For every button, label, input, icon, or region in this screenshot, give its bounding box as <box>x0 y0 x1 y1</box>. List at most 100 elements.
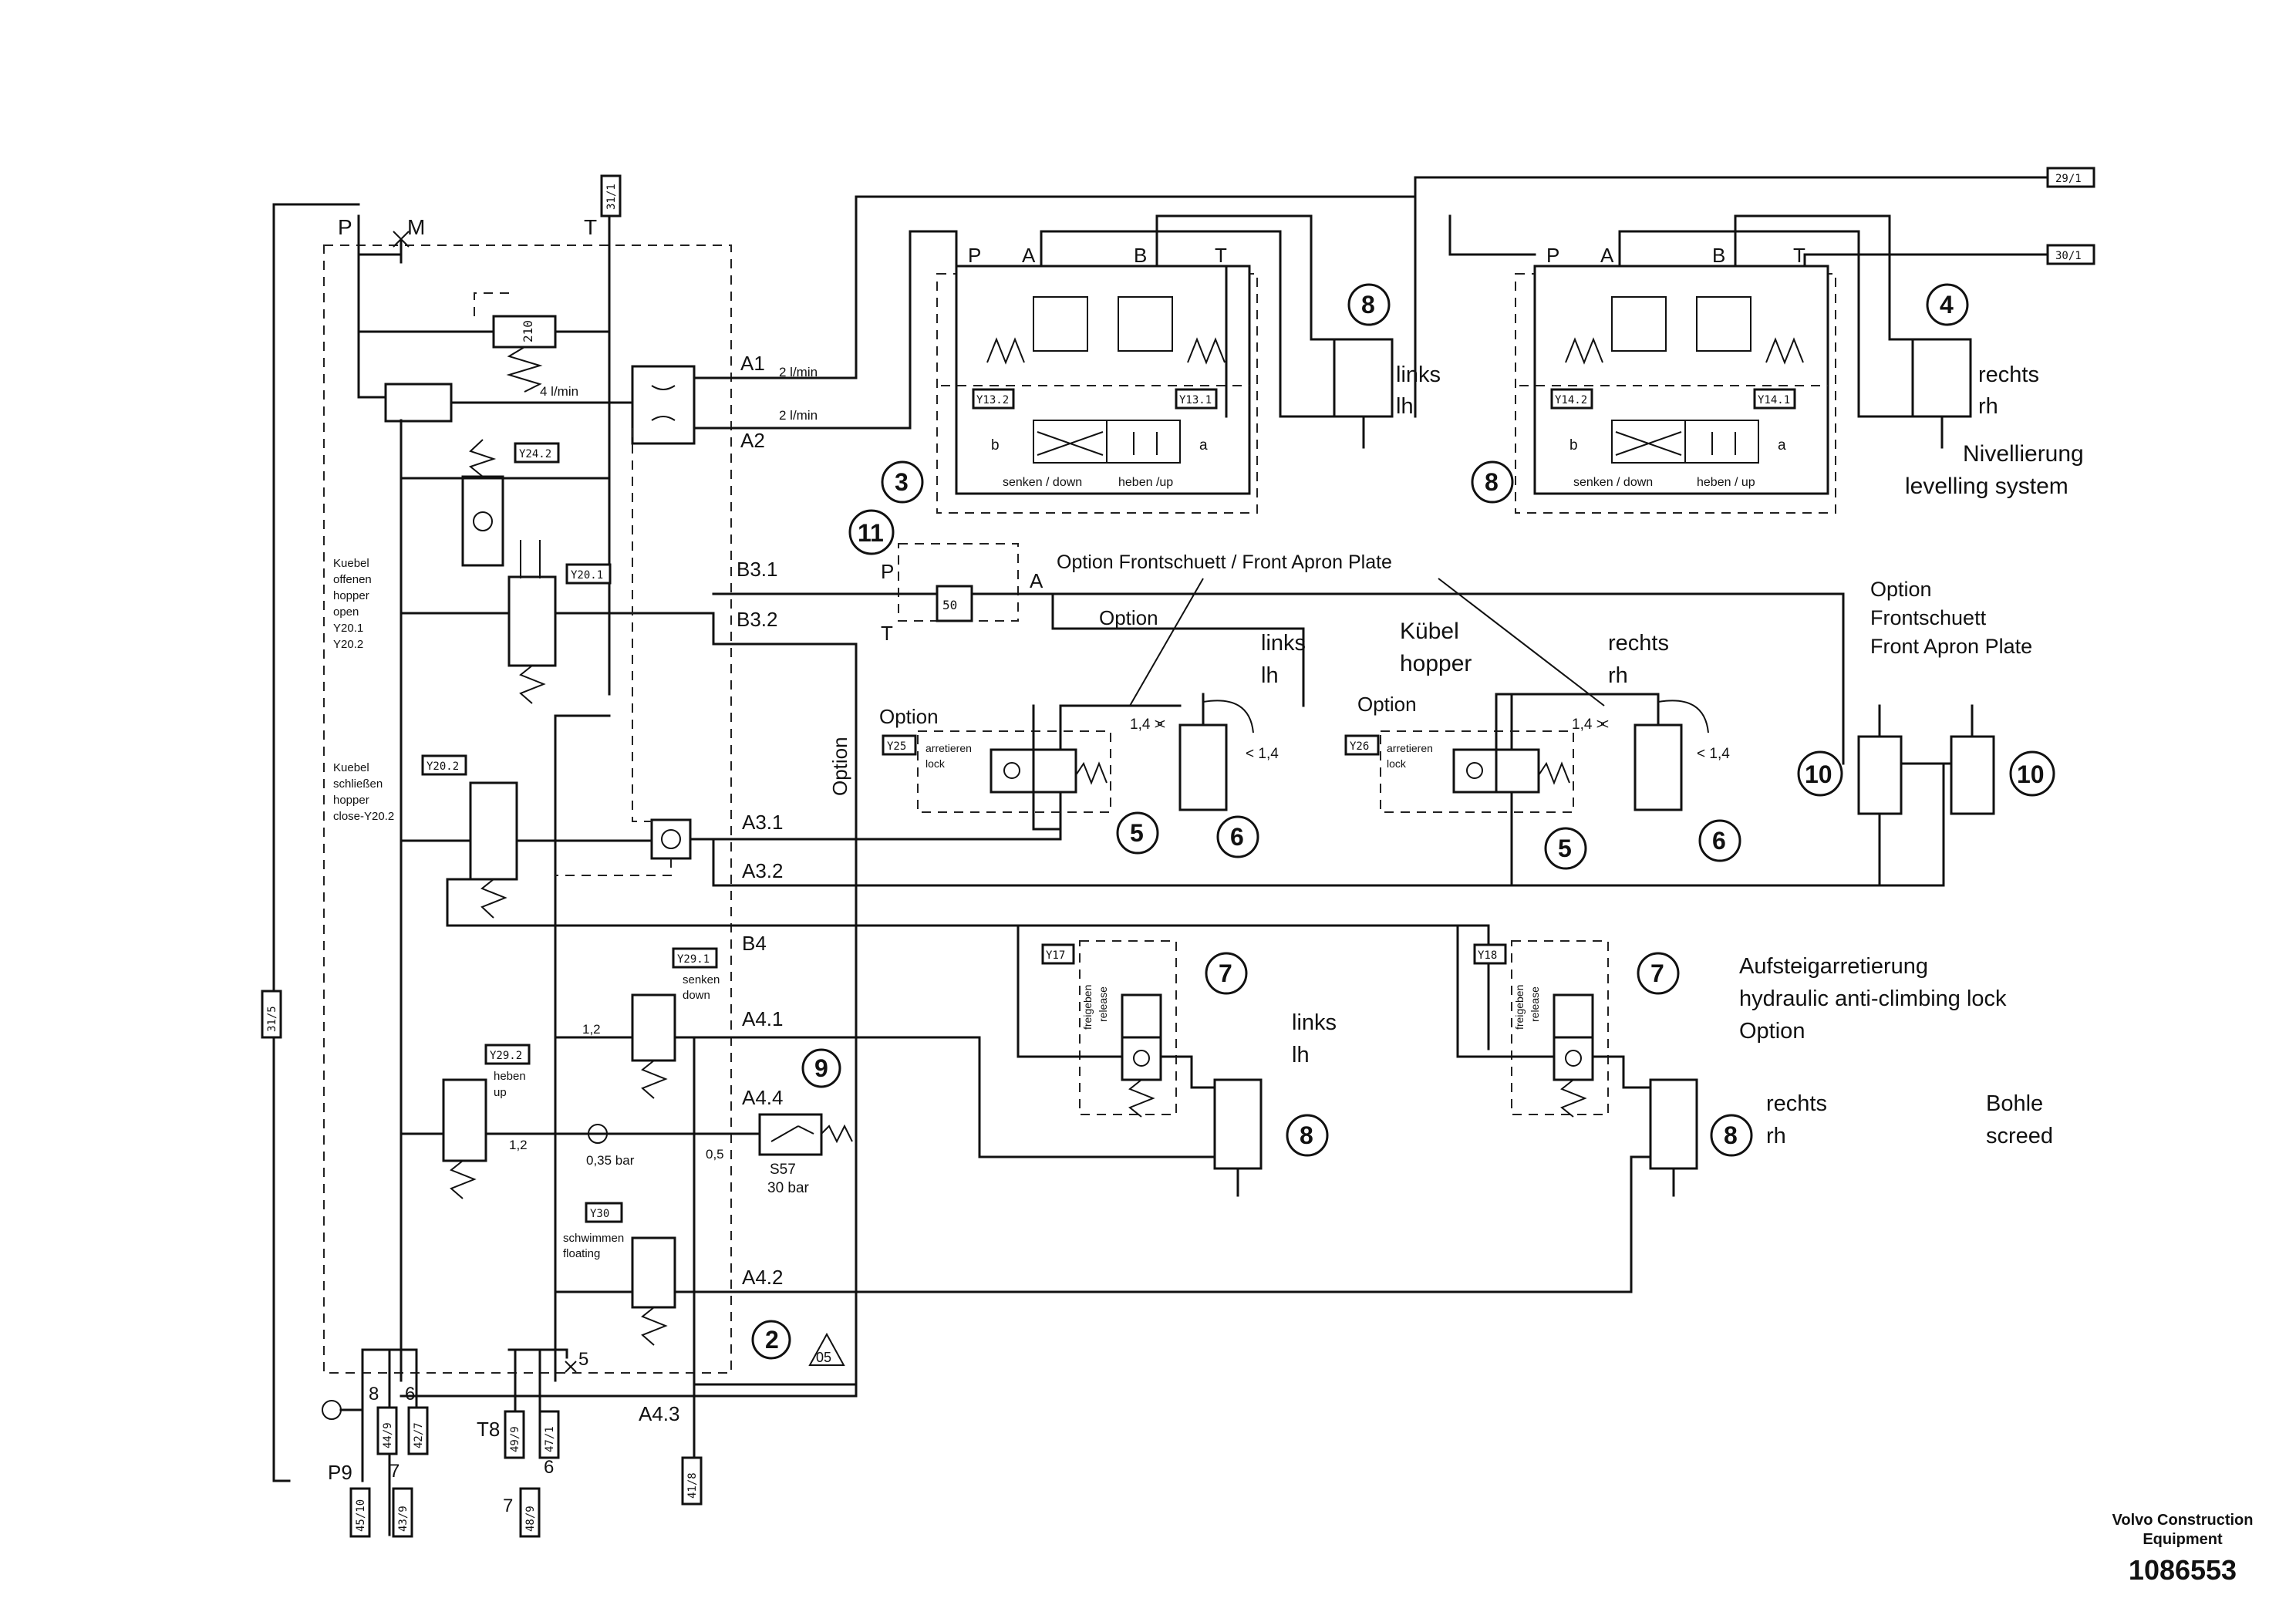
callout-5a: 5 <box>1130 819 1144 847</box>
svg-text:Y24.2: Y24.2 <box>519 448 551 460</box>
svg-text:05: 05 <box>816 1350 831 1365</box>
svg-text:Y20.1: Y20.1 <box>571 569 603 582</box>
cylinder-4 <box>1911 338 1972 418</box>
port-B4: B4 <box>742 932 767 955</box>
ref-31-5 <box>261 990 282 1039</box>
warning-triangle <box>808 1332 845 1366</box>
port-T-label: T <box>584 215 597 239</box>
svg-text:release: release <box>1097 986 1109 1022</box>
svg-text:lh: lh <box>1396 394 1414 419</box>
links-lh-2-a: links <box>1261 631 1306 656</box>
check-valve-035 <box>588 1124 608 1144</box>
kuebel-open-line1: Kuebel <box>333 557 369 570</box>
svg-text:31/1: 31/1 <box>605 184 618 210</box>
svg-text:Y26: Y26 <box>1350 740 1369 753</box>
svg-text:< 1,4: < 1,4 <box>1246 746 1279 762</box>
svg-text:freigeben: freigeben <box>1081 985 1094 1030</box>
main-p-line <box>357 214 391 399</box>
callout-2: 2 <box>765 1326 779 1354</box>
svg-text:48/9: 48/9 <box>524 1506 537 1532</box>
svg-text:senken: senken <box>683 973 720 986</box>
svg-text:42/7: 42/7 <box>413 1422 425 1448</box>
svg-text:Y18: Y18 <box>1478 949 1497 962</box>
svg-text:30/1: 30/1 <box>2055 250 2082 262</box>
svg-text:heben /up: heben /up <box>1118 476 1173 489</box>
svg-text:hopper: hopper <box>333 794 369 807</box>
svg-text:50: 50 <box>942 598 957 612</box>
rechts-rh-3-a: rechts <box>1766 1091 1827 1116</box>
option-front-heading: Option Frontschuett / Front Apron Plate <box>1057 551 1392 573</box>
svg-text:senken / down: senken / down <box>1003 476 1082 489</box>
valve8-P: P <box>1546 244 1559 267</box>
svg-text:lock: lock <box>1387 757 1407 770</box>
svg-text:b: b <box>1569 437 1578 454</box>
svg-text:31/5: 31/5 <box>266 1006 278 1032</box>
port-A4-4: A4.4 <box>742 1086 784 1109</box>
ref-29-1 <box>2046 167 2095 188</box>
port-A4-2: A4.2 <box>742 1266 784 1289</box>
port-B3-2: B3.2 <box>737 608 778 631</box>
svg-text:down: down <box>683 989 710 1002</box>
svg-text:49/9: 49/9 <box>509 1426 521 1452</box>
svg-text:Y13.1: Y13.1 <box>1179 394 1212 406</box>
svg-text:schließen: schließen <box>333 777 383 791</box>
valve3-P: P <box>968 244 981 267</box>
svg-text:lh: lh <box>1261 663 1279 688</box>
svg-text:30 bar: 30 bar <box>767 1180 810 1196</box>
valve-Y18-box <box>1511 940 1609 1115</box>
main-valve-block <box>323 244 732 1374</box>
svg-text:rh: rh <box>1766 1124 1786 1148</box>
svg-text:0,35 bar: 0,35 bar <box>586 1153 635 1168</box>
pressure-line-p <box>272 203 360 1482</box>
svg-text:43/9: 43/9 <box>397 1506 410 1532</box>
svg-text:Y30: Y30 <box>590 1208 609 1220</box>
option-label-1: Option <box>1099 606 1158 629</box>
callout-9: 9 <box>814 1054 828 1082</box>
svg-text:<: < <box>1157 717 1165 733</box>
callout-11 <box>848 509 895 555</box>
svg-text:Y29.2: Y29.2 <box>490 1050 522 1062</box>
valve3-T: T <box>1215 244 1227 267</box>
document-number: 1086553 <box>2128 1554 2237 1586</box>
svg-text:Y29.1: Y29.1 <box>677 953 710 966</box>
svg-text:1,4 >: 1,4 > <box>1572 717 1605 733</box>
svg-text:Y20.2: Y20.2 <box>333 638 363 651</box>
callout-4: 4 <box>1940 291 1954 319</box>
svg-text:schwimmen: schwimmen <box>563 1232 624 1245</box>
svg-text:hopper: hopper <box>333 589 369 602</box>
port-6b: 6 <box>544 1457 554 1478</box>
valve-Y25-box <box>917 730 1111 813</box>
bohle-line1: Bohle <box>1986 1091 2043 1116</box>
svg-text:hopper: hopper <box>1400 651 1472 676</box>
svg-text:29/1: 29/1 <box>2055 173 2082 185</box>
port-7a: 7 <box>389 1461 400 1482</box>
svg-text:offenen: offenen <box>333 573 372 586</box>
cylinder-8-right-bottom <box>1649 1078 1698 1170</box>
svg-text:4 l/min: 4 l/min <box>540 384 578 399</box>
valve-Y29-1 <box>631 993 676 1062</box>
svg-text:levelling system: levelling system <box>1905 474 2068 499</box>
port-M-label: M <box>407 215 425 239</box>
svg-text:rh: rh <box>1608 663 1628 688</box>
svg-text:Y17: Y17 <box>1046 949 1065 962</box>
port-B3-1: B3.1 <box>737 558 778 581</box>
port-5a: 5 <box>578 1349 588 1370</box>
svg-text:1,2: 1,2 <box>509 1138 528 1152</box>
check-valve-p9 <box>322 1400 342 1420</box>
svg-text:hydraulic anti-climbing lock: hydraulic anti-climbing lock <box>1739 986 2007 1011</box>
port-A3-1: A3.1 <box>742 811 784 834</box>
cylinder-8-left-bottom <box>1213 1078 1263 1170</box>
svg-text:210: 210 <box>521 320 535 342</box>
port-P-label: P <box>338 215 352 239</box>
svg-text:< 1,4: < 1,4 <box>1697 746 1730 762</box>
links-lh-3-a: links <box>1292 1010 1337 1035</box>
svg-text:1,2: 1,2 <box>582 1022 601 1037</box>
kuebel-close-line1: Kuebel <box>333 761 369 774</box>
valve8-B: B <box>1712 244 1725 267</box>
option-label-3: Option <box>1357 693 1417 716</box>
rechts-rh-2-a: rechts <box>1608 631 1669 656</box>
svg-text:1,4 >: 1,4 > <box>1130 717 1163 733</box>
svg-text:a: a <box>1199 437 1208 454</box>
svg-text:<: < <box>1600 717 1609 733</box>
